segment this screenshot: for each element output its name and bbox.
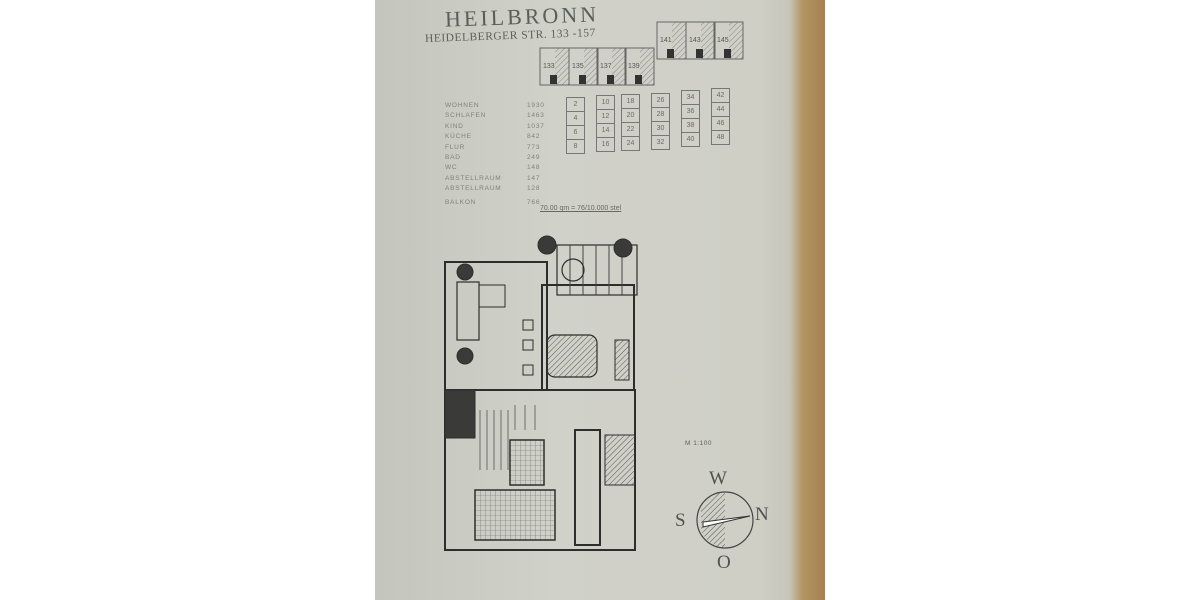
unit-number: 24 xyxy=(626,140,635,147)
site-plan-and-floor-plan: 133 135 137 139 141 143 145 xyxy=(444,21,754,551)
unit-number: 20 xyxy=(622,109,639,123)
room-name: BAD xyxy=(445,153,461,161)
room-area: 773 xyxy=(527,143,541,151)
room-row: ABSTELLRAUM 147 xyxy=(445,175,545,185)
unit-number: 42 xyxy=(712,89,729,103)
building-block: 145 xyxy=(713,21,744,60)
room-name: WOHNEN xyxy=(445,102,480,109)
unit-number: 4 xyxy=(567,112,584,126)
room-name: FLUR xyxy=(445,143,466,151)
unit-number: 40 xyxy=(686,136,695,143)
scale-label: M 1:100 xyxy=(685,440,712,447)
ownership-share-note: 70.00 qm = 76/10.000 stel xyxy=(540,205,622,212)
room-area: 1930 xyxy=(527,102,545,109)
room-row: FLUR 773 xyxy=(445,144,545,154)
room-area: 842 xyxy=(527,133,541,141)
unit-number: 26 xyxy=(652,94,669,108)
document-photo: HEILBRONN HEIDELBERGER STR. 133 -157 133… xyxy=(375,0,825,600)
compass-rose-icon xyxy=(696,491,754,549)
room-name: ABSTELLRAUM xyxy=(445,174,502,182)
room-area: 148 xyxy=(527,164,541,172)
room-name: WC xyxy=(445,164,458,172)
room-name: SCHLAFEN xyxy=(445,112,487,120)
room-area: 249 xyxy=(527,153,541,161)
compass-south-label: S xyxy=(675,510,686,531)
room-row: WC 148 xyxy=(445,164,545,174)
unit-number: 36 xyxy=(682,105,699,119)
floor-plan xyxy=(444,235,638,551)
building-number: 145 xyxy=(717,37,729,44)
room-row: ABSTELLRAUM 128 xyxy=(445,185,545,195)
room-name: KIND xyxy=(445,122,464,130)
unit-number: 8 xyxy=(573,143,578,150)
room-area: 766 xyxy=(527,198,541,206)
unit-number: 46 xyxy=(712,117,729,131)
room-row: KÜCHE 842 xyxy=(445,133,545,143)
compass-north-label: N xyxy=(755,504,769,525)
room-row: BALKON 766 xyxy=(445,199,545,209)
unit-number: 22 xyxy=(622,123,639,137)
room-area: 128 xyxy=(527,185,541,193)
compass-east-label: O xyxy=(717,552,731,573)
room-row: BAD 249 xyxy=(445,154,545,164)
room-row: KIND 1037 xyxy=(445,123,545,133)
room-name: BALKON xyxy=(445,198,477,206)
unit-number: 28 xyxy=(652,108,669,122)
unit-number: 10 xyxy=(597,96,614,110)
building-block: 139 xyxy=(624,47,655,86)
room-name: KÜCHE xyxy=(445,133,472,141)
room-area: 1463 xyxy=(527,112,545,120)
room-area: 1037 xyxy=(527,122,545,130)
building-block: 143 xyxy=(685,21,716,60)
building-block: 135 xyxy=(568,47,599,86)
unit-number: 18 xyxy=(622,95,639,109)
unit-number: 34 xyxy=(682,91,699,105)
unit-number: 14 xyxy=(597,124,614,138)
building-block: 137 xyxy=(596,47,627,86)
building-block: 133 xyxy=(539,47,570,86)
building-number: 139 xyxy=(628,63,640,70)
unit-number: 30 xyxy=(652,122,669,136)
unit-number: 48 xyxy=(716,134,725,141)
unit-number: 32 xyxy=(656,139,665,146)
compass-west-label: W xyxy=(709,468,727,489)
room-area: 147 xyxy=(527,174,541,182)
building-number: 133 xyxy=(543,63,555,70)
room-row: WOHNEN 1930 xyxy=(445,102,545,112)
building-number: 141 xyxy=(660,37,672,44)
room-name: ABSTELLRAUM xyxy=(445,185,502,193)
unit-number: 12 xyxy=(597,110,614,124)
unit-number: 2 xyxy=(567,98,584,112)
unit-number: 16 xyxy=(601,141,610,148)
unit-number: 38 xyxy=(682,119,699,133)
building-number: 143 xyxy=(689,37,701,44)
unit-number: 6 xyxy=(567,126,584,140)
site-plan: 133 135 137 139 141 143 145 xyxy=(539,21,744,86)
room-row: SCHLAFEN 1463 xyxy=(445,112,545,122)
building-number: 137 xyxy=(600,63,612,70)
building-block: 141 xyxy=(656,21,687,60)
unit-number: 44 xyxy=(712,103,729,117)
room-area-list: WOHNEN 1930 SCHLAFEN 1463 KIND 1037 KÜCHE 84… xyxy=(445,102,545,209)
building-number: 135 xyxy=(572,63,584,70)
